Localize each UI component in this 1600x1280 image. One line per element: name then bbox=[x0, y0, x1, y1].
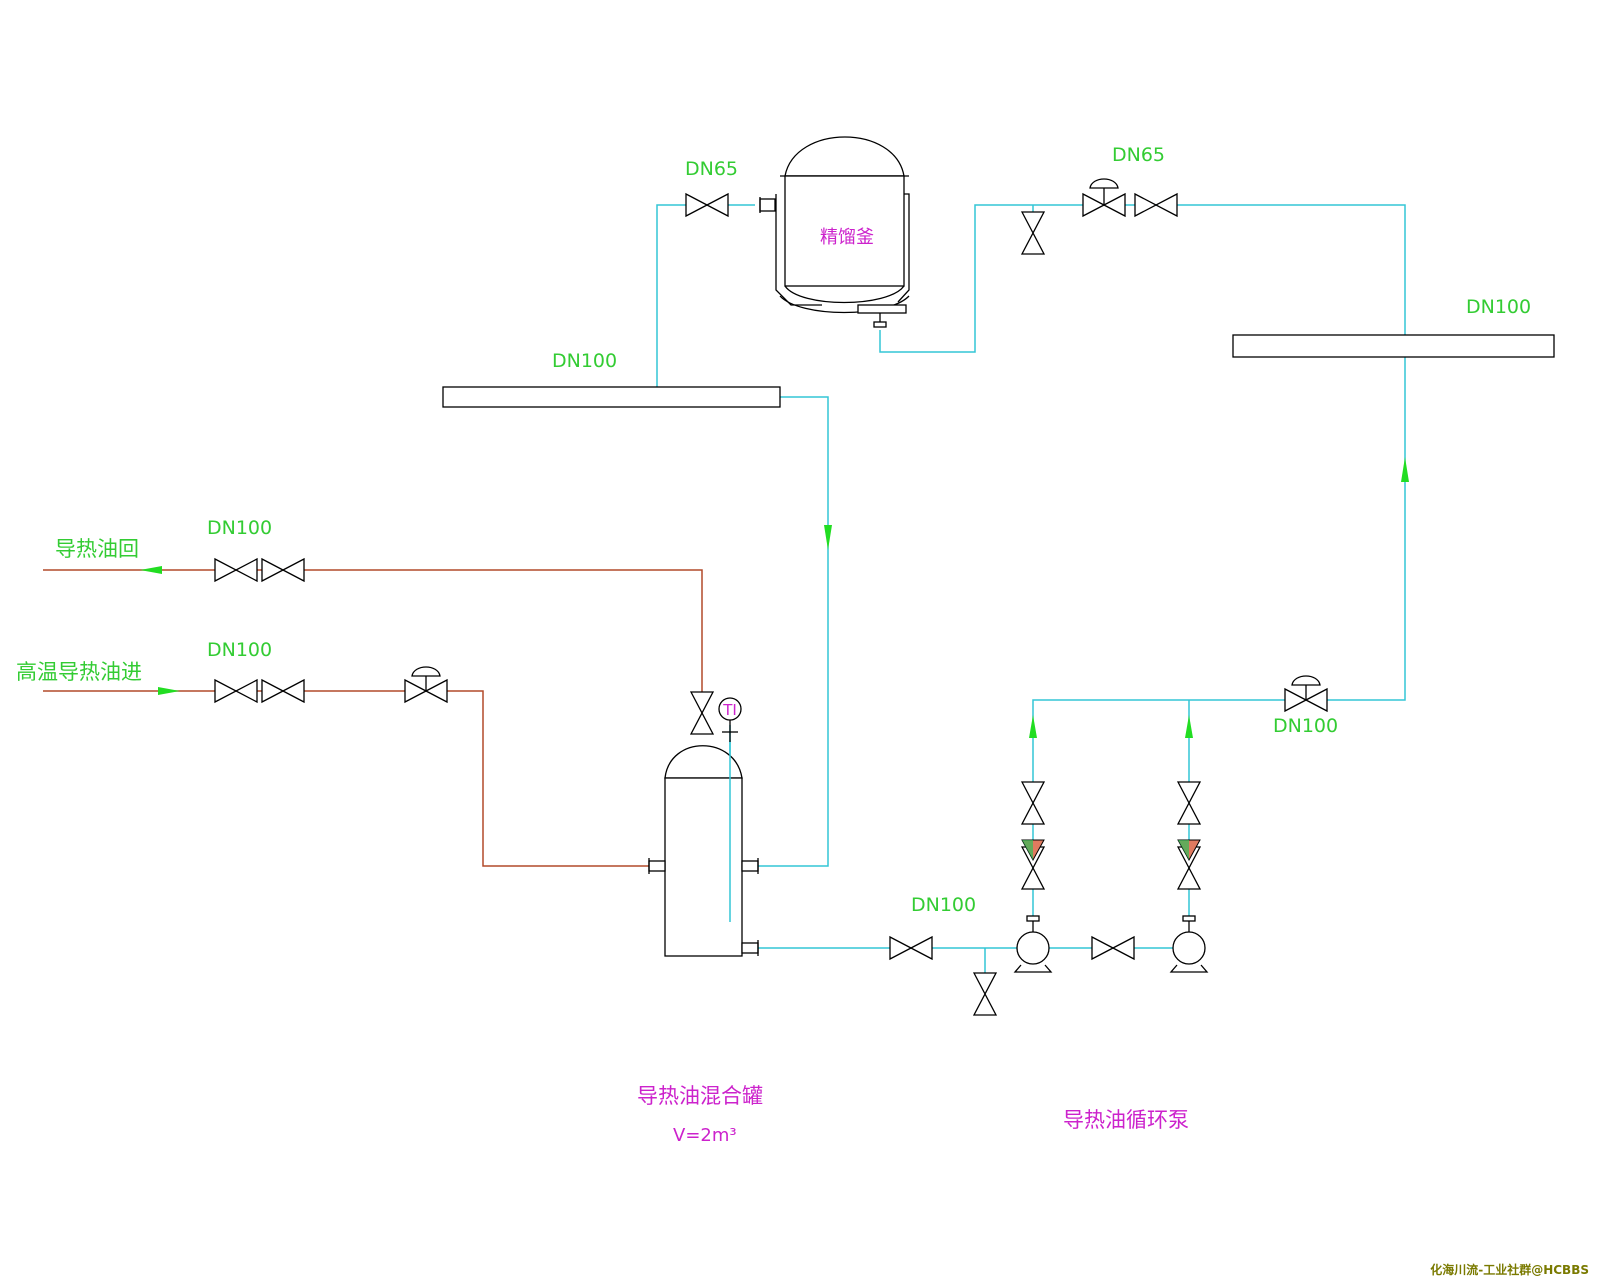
pump1-casing bbox=[1016, 931, 1050, 965]
supply-oil-pipe bbox=[43, 690, 652, 867]
heating-oil-pipes bbox=[43, 569, 703, 867]
tank-volume-label: V=2m³ bbox=[673, 1125, 737, 1146]
header-down-arrow bbox=[824, 525, 832, 550]
dn100-right-header-label: DN100 bbox=[1466, 296, 1531, 318]
return-oil-pipe bbox=[43, 569, 703, 718]
still-outlet-actuator bbox=[1089, 178, 1119, 205]
still-outlet-pipe bbox=[879, 204, 1406, 353]
pump2-casing bbox=[1172, 931, 1206, 965]
return-vent-valve[interactable] bbox=[690, 691, 714, 735]
riser-up-arrow bbox=[1401, 457, 1409, 482]
tank-inlet-nozzle-right bbox=[741, 860, 759, 872]
supply-control-actuator bbox=[411, 666, 441, 691]
pump-name-label: 导热油循环泵 bbox=[1063, 1108, 1189, 1132]
dn65-right-label: DN65 bbox=[1112, 144, 1165, 166]
tank-inlet-nozzle-left bbox=[648, 860, 666, 872]
still-outlet-isolation-valve[interactable] bbox=[1134, 193, 1178, 217]
still-drain-valve[interactable] bbox=[1021, 211, 1045, 255]
tank-name-label: 导热油混合罐 bbox=[637, 1084, 763, 1108]
pump-discharge-header bbox=[1032, 357, 1406, 920]
pump1-discharge-valve[interactable] bbox=[1021, 781, 1045, 825]
return-valve-2[interactable] bbox=[261, 558, 305, 582]
dn100-return-label: DN100 bbox=[207, 517, 272, 539]
return-line-label: 导热油回 bbox=[55, 537, 139, 561]
still-inlet-nozzle bbox=[759, 198, 776, 212]
tank-head bbox=[664, 745, 743, 779]
pump1-up-arrow bbox=[1029, 715, 1037, 738]
tank-outlet-nozzle bbox=[741, 942, 759, 954]
strainers bbox=[1021, 839, 1201, 862]
right-collection-header bbox=[1232, 334, 1555, 358]
credit-watermark: 化海川流-工业社群@HCBBS bbox=[1430, 1262, 1589, 1277]
dn65-left-label: DN65 bbox=[685, 158, 738, 180]
still-inlet-valve[interactable] bbox=[685, 193, 729, 217]
dn100-pump-outlet-label: DN100 bbox=[1273, 715, 1338, 737]
discharge-control-actuator bbox=[1291, 675, 1321, 700]
still-top-head bbox=[784, 136, 905, 177]
dn100-left-header-label: DN100 bbox=[552, 350, 617, 372]
circulation-pump-2 bbox=[1169, 915, 1209, 973]
pump2-discharge-valve[interactable] bbox=[1177, 781, 1201, 825]
return-valve-1[interactable] bbox=[214, 558, 258, 582]
mixing-tank bbox=[648, 740, 759, 957]
supply-line-label: 高温导热油进 bbox=[16, 660, 142, 684]
supply-valve-1[interactable] bbox=[214, 679, 258, 703]
pump2-up-arrow bbox=[1185, 715, 1193, 738]
suction-drain-valve[interactable] bbox=[973, 972, 997, 1016]
header-to-tank-pipe bbox=[758, 396, 829, 867]
still-inlet-pipe bbox=[656, 204, 755, 387]
circulation-pump-1 bbox=[1013, 915, 1053, 973]
pump-crossover-valve[interactable] bbox=[1091, 936, 1135, 960]
supply-flow-arrow bbox=[158, 687, 180, 695]
labels: DN65 DN65 DN100 DN100 DN100 DN100 DN100 … bbox=[16, 144, 1589, 1277]
dn100-supply-label: DN100 bbox=[207, 639, 272, 661]
distillation-still bbox=[759, 136, 910, 328]
left-distribution-header bbox=[442, 386, 781, 408]
flow-arrows bbox=[140, 457, 1409, 738]
supply-valve-2[interactable] bbox=[261, 679, 305, 703]
dn100-tank-outlet-label: DN100 bbox=[911, 894, 976, 916]
tank-outlet-valve[interactable] bbox=[889, 936, 933, 960]
valves bbox=[214, 178, 1328, 1016]
return-flow-arrow bbox=[140, 566, 162, 574]
still-name-label: 精馏釜 bbox=[820, 227, 874, 248]
tank-body bbox=[664, 777, 743, 957]
ti-tag: TI bbox=[722, 701, 737, 719]
temperature-indicator: TI bbox=[718, 697, 742, 742]
still-body bbox=[784, 175, 905, 287]
